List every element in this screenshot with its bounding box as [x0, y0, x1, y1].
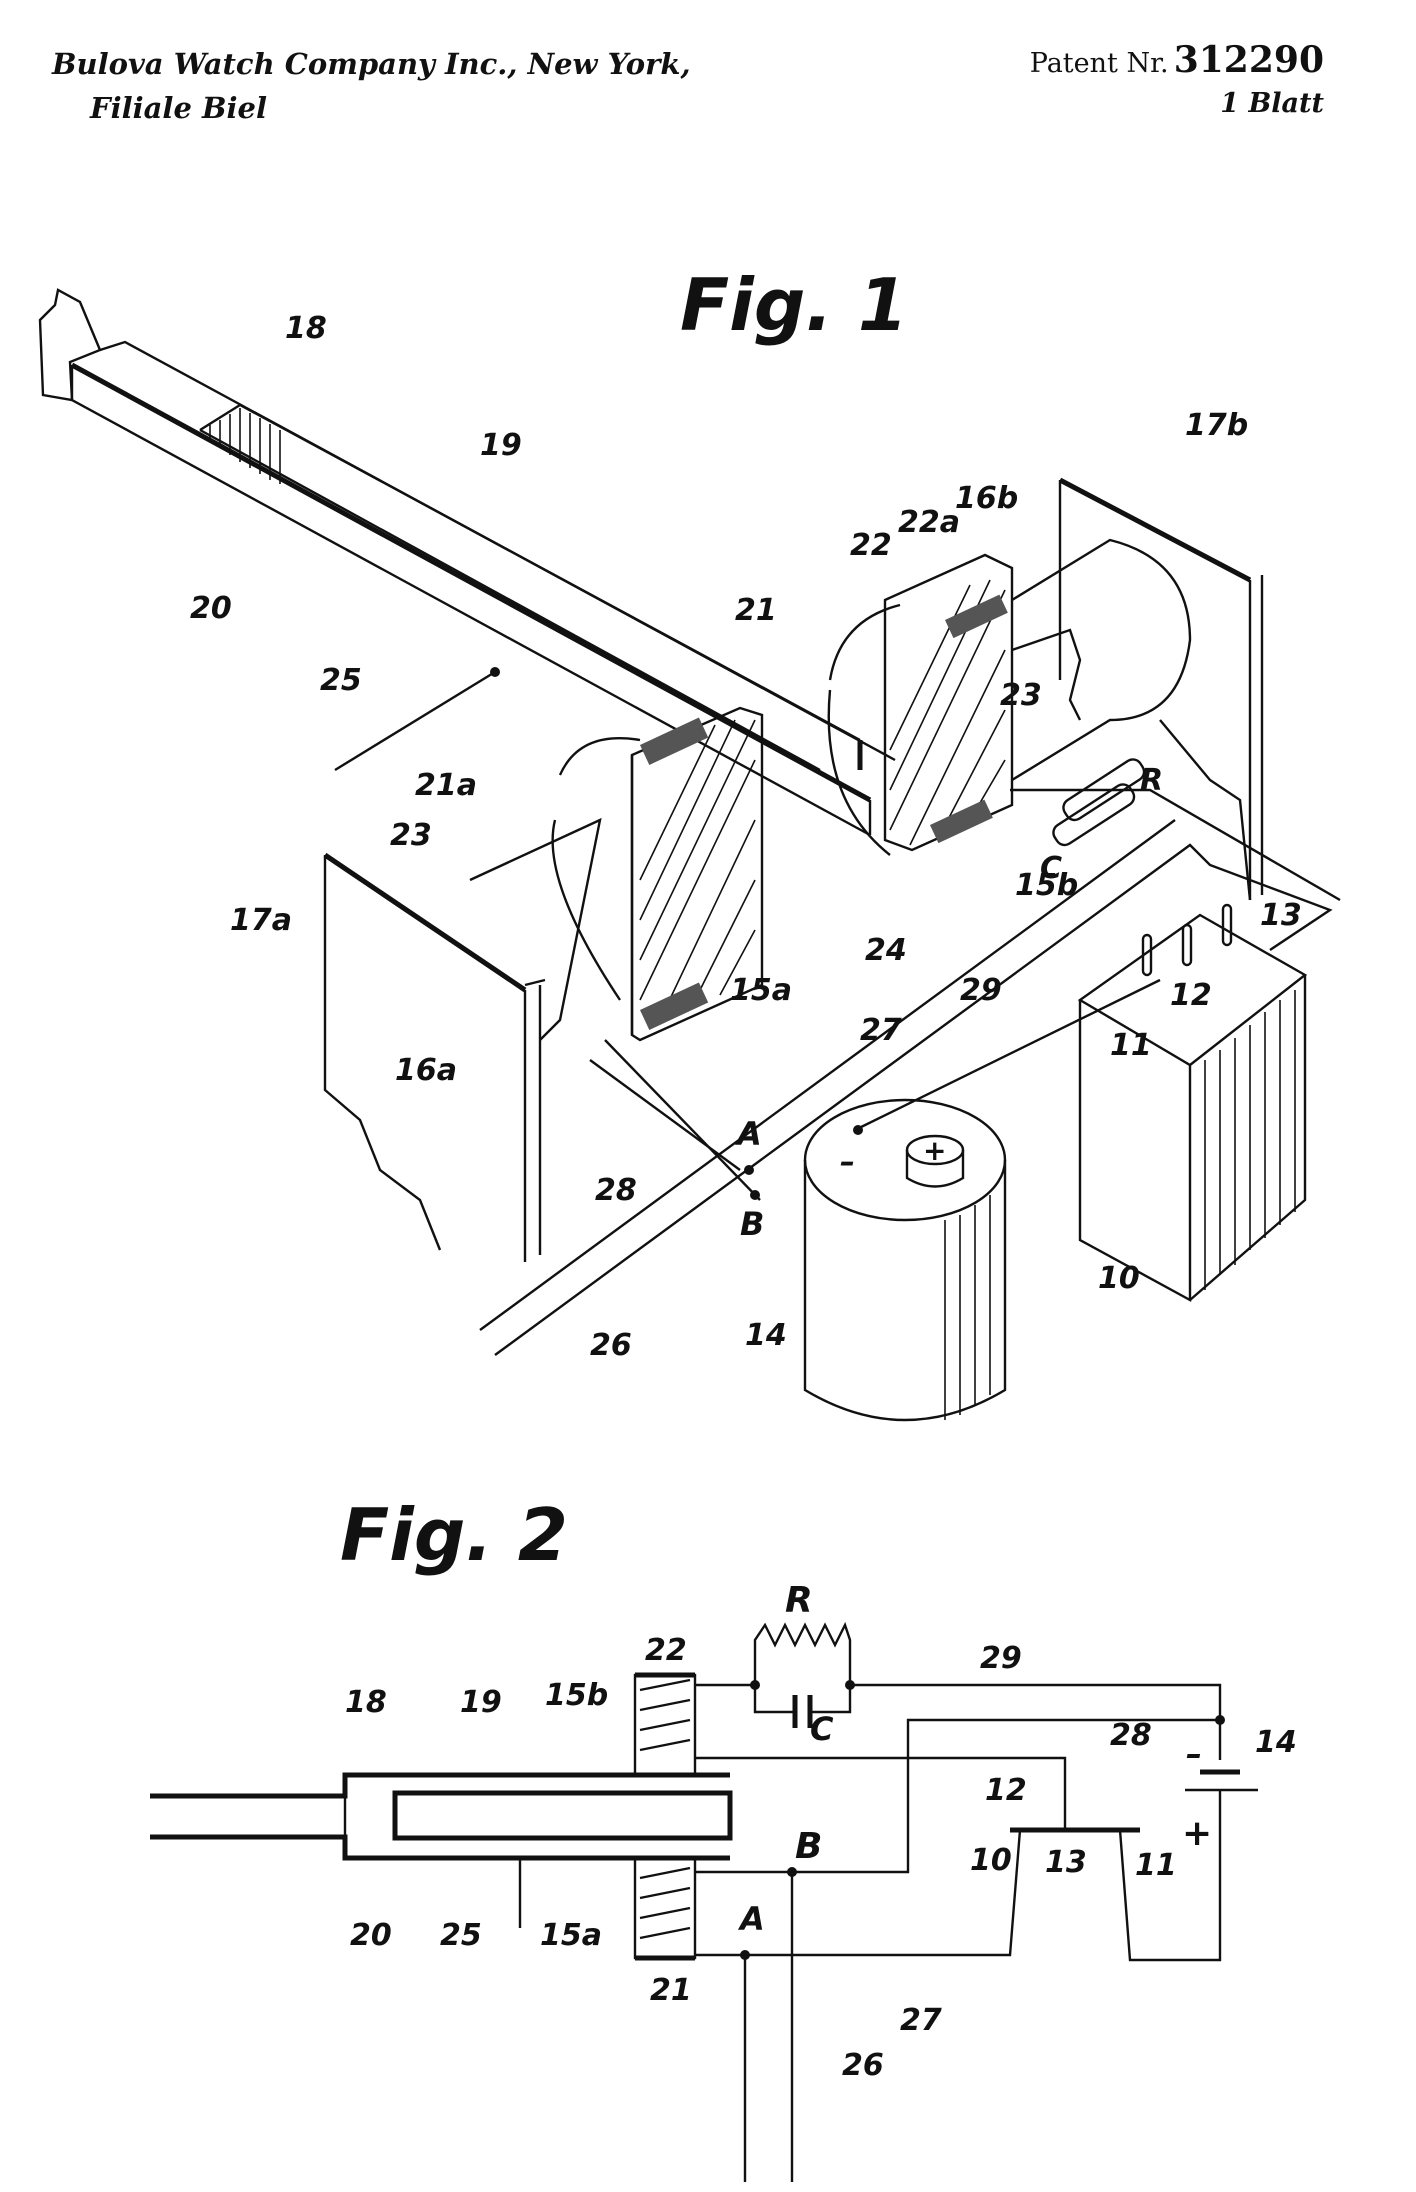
fig2-label-15a: 15a: [540, 1918, 602, 1953]
fig2-label-29: 29: [980, 1641, 1022, 1676]
rc-network: [1052, 758, 1146, 847]
magnet-21: [551, 706, 764, 1042]
wiring: [479, 788, 1341, 1356]
label-29: 29: [960, 973, 1002, 1008]
fig2-battery-plus: +: [1182, 1813, 1212, 1854]
fig2-label-10: 10: [970, 1843, 1012, 1878]
applicant-name: Bulova Watch Company Inc., New York,: [52, 47, 691, 81]
battery-14: + –: [803, 1098, 1007, 1422]
label-27: 27: [860, 1013, 902, 1048]
label-10: 10: [1098, 1261, 1140, 1296]
fig2-label-18: 18: [345, 1685, 387, 1720]
label-26: 26: [590, 1328, 632, 1363]
fig2-label-node-a: A: [737, 1900, 765, 1938]
figure-2-circuit: + –: [150, 1621, 1258, 2182]
label-13: 13: [1260, 898, 1302, 933]
label-11: 11: [1110, 1028, 1152, 1063]
fig2-label-19: 19: [460, 1685, 502, 1720]
label-17a: 17a: [230, 903, 292, 938]
sheet-count: 1 Blatt: [1220, 88, 1324, 119]
label-23-left: 23: [390, 818, 432, 853]
figure-2-labels: 18 19 20 25 15a 15b 22 21 R C 29 28 14 1…: [345, 1580, 1297, 2083]
pin-head: [490, 667, 500, 677]
figure-2-title: Fig. 2: [340, 1493, 568, 1577]
magnet-22: [827, 553, 1014, 856]
battery-plus-sign: +: [923, 1134, 946, 1167]
battery-minus-sign: –: [840, 1145, 855, 1180]
fig2-label-26: 26: [842, 2048, 884, 2083]
label-17b: 17b: [1185, 408, 1248, 443]
support-17a: [323, 852, 546, 1262]
plate-16b: [1011, 538, 1192, 782]
label-18: 18: [285, 311, 327, 346]
label-c: C: [1040, 851, 1062, 886]
fig2-label-28: 28: [1110, 1718, 1152, 1753]
patent-label: Patent Nr.: [1029, 48, 1169, 79]
label-node-a: A: [734, 1115, 762, 1153]
applicant-branch: Filiale Biel: [90, 91, 267, 125]
label-12: 12: [1170, 978, 1212, 1013]
label-14: 14: [745, 1318, 787, 1353]
switch-block-10: [1077, 903, 1308, 1303]
label-19: 19: [480, 428, 522, 463]
node-b-dot: [750, 1190, 760, 1200]
label-23-right: 23: [1000, 678, 1042, 713]
label-node-b: B: [740, 1205, 764, 1243]
label-16b: 16b: [955, 481, 1018, 516]
fig2-label-c: C: [810, 1710, 834, 1748]
label-15b: 15b: [1015, 868, 1078, 903]
fig2-label-25: 25: [440, 1918, 482, 1953]
tuning-fork: [38, 288, 896, 837]
applicant-block: Bulova Watch Company Inc., New York, Fil…: [52, 42, 691, 130]
label-r: R: [1140, 763, 1163, 798]
fig2-battery-minus: –: [1186, 1735, 1202, 1773]
plate-16a: [469, 817, 602, 1041]
node-a-dot: [744, 1165, 754, 1175]
figure-1-labels: 18 19 20 25 21 21a 22 22a 16b 17b 23 23 …: [190, 311, 1302, 1363]
support-17b: [1058, 477, 1264, 901]
fig2-label-r: R: [785, 1580, 813, 1621]
label-20: 20: [190, 591, 232, 626]
fig2-label-21: 21: [650, 1973, 692, 2008]
fig2-label-14: 14: [1255, 1725, 1297, 1760]
fig2-label-27: 27: [900, 2003, 942, 2038]
label-25: 25: [320, 663, 362, 698]
patent-number: 312290: [1173, 39, 1324, 81]
label-22: 22: [850, 528, 892, 563]
fig2-label-15b: 15b: [545, 1678, 608, 1713]
label-22a: 22a: [898, 505, 960, 540]
label-24: 24: [865, 933, 907, 968]
label-15a: 15a: [730, 973, 792, 1008]
fig2-label-22: 22: [645, 1633, 687, 1668]
label-16a: 16a: [395, 1053, 457, 1088]
fig2-label-13: 13: [1045, 1845, 1087, 1880]
fig2-label-node-b: B: [795, 1826, 822, 1867]
patent-id-block: Patent Nr. 312290 1 Blatt: [1030, 38, 1324, 119]
label-21: 21: [735, 593, 777, 628]
capacitor-c: [792, 1695, 813, 1728]
pin-25: [334, 670, 496, 772]
label-21a: 21a: [415, 768, 477, 803]
fig2-label-11: 11: [1135, 1848, 1177, 1883]
fig2-label-20: 20: [350, 1918, 392, 1953]
fig2-label-12: 12: [985, 1773, 1027, 1808]
label-28: 28: [595, 1173, 637, 1208]
figure-1-title: Fig. 1: [680, 263, 908, 347]
resistor-r: [753, 1621, 852, 1685]
